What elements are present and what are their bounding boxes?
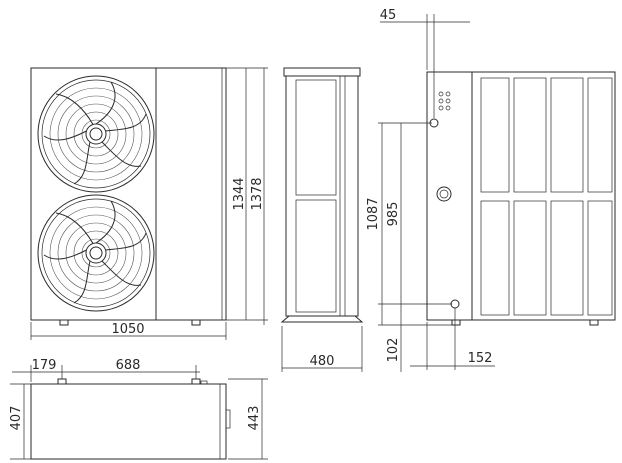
rear-height-dimensions: 1087 985 102 xyxy=(366,122,452,372)
front-width-dimension: 1050 xyxy=(30,322,227,340)
front-width-label: 1050 xyxy=(111,322,144,337)
foot-spacing-dimensions: 179 688 xyxy=(12,358,200,382)
water-inlet-icon xyxy=(450,299,460,309)
rear-offset-dimension: 152 xyxy=(410,308,495,370)
drain-port-icon xyxy=(436,186,452,202)
base-depth-outer-label: 443 xyxy=(247,406,262,431)
base-depth-dimensions: 407 443 xyxy=(9,378,268,460)
base-depth-inner-label: 407 xyxy=(9,406,24,431)
lower-fan-icon xyxy=(37,194,155,312)
rear-base-height-label: 102 xyxy=(386,338,401,363)
foot-offset-label: 179 xyxy=(32,358,57,373)
rear-top-offset-dimension: 45 xyxy=(380,8,470,118)
side-depth-label: 480 xyxy=(310,354,335,369)
side-view xyxy=(280,67,364,323)
rear-offset-label: 152 xyxy=(468,351,493,366)
front-height-dimensions: 1344 1378 xyxy=(226,67,268,325)
front-height-outer-label: 1378 xyxy=(250,177,265,210)
side-depth-dimension: 480 xyxy=(281,326,363,372)
top-offset-label: 45 xyxy=(380,8,397,23)
front-view xyxy=(30,67,227,326)
rear-height-lower-label: 985 xyxy=(386,202,401,227)
rear-height-upper-label: 1087 xyxy=(366,197,381,230)
front-height-inner-label: 1344 xyxy=(232,177,247,210)
foot-spacing-label: 688 xyxy=(116,358,141,373)
rear-view xyxy=(426,71,616,326)
upper-fan-icon xyxy=(37,75,155,193)
bottom-view xyxy=(30,378,231,460)
